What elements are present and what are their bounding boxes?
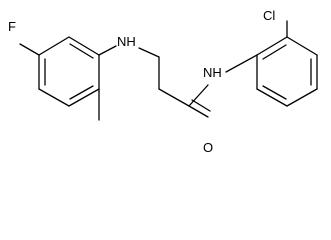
double-bond-inner (69, 85, 94, 100)
bond (38, 36, 70, 56)
c-f-bond (19, 43, 40, 56)
chlorophenyl-ring (256, 36, 318, 107)
fluoro-methyl-phenyl-ring (38, 36, 100, 107)
chlorine-label: Cl (263, 8, 275, 23)
double-bond-inner (69, 43, 94, 59)
chemical-structure-diagram: F NH O NH Cl (8, 8, 318, 155)
bond (286, 88, 318, 107)
carbonyl-bond-1 (188, 105, 209, 118)
double-bond-inner (262, 85, 287, 100)
ring-n-bond (98, 45, 117, 56)
bond (256, 88, 288, 107)
bond (68, 36, 100, 56)
ch2-c-bond (158, 88, 190, 107)
amide-n-ring-bond (225, 54, 258, 73)
bond (68, 88, 100, 107)
double-bond-inner (262, 44, 287, 60)
n-ch2-bond (138, 47, 160, 58)
fluorine-label: F (8, 19, 16, 34)
c-amide-n-bond (188, 84, 209, 107)
bond (286, 36, 318, 56)
amide-nh-label: NH (203, 65, 222, 80)
amine-nh-label: NH (117, 34, 136, 49)
bond (38, 88, 70, 107)
carbonyl-bond-2 (191, 99, 211, 112)
bond (256, 36, 288, 56)
carbonyl-oxygen-label: O (203, 140, 213, 155)
